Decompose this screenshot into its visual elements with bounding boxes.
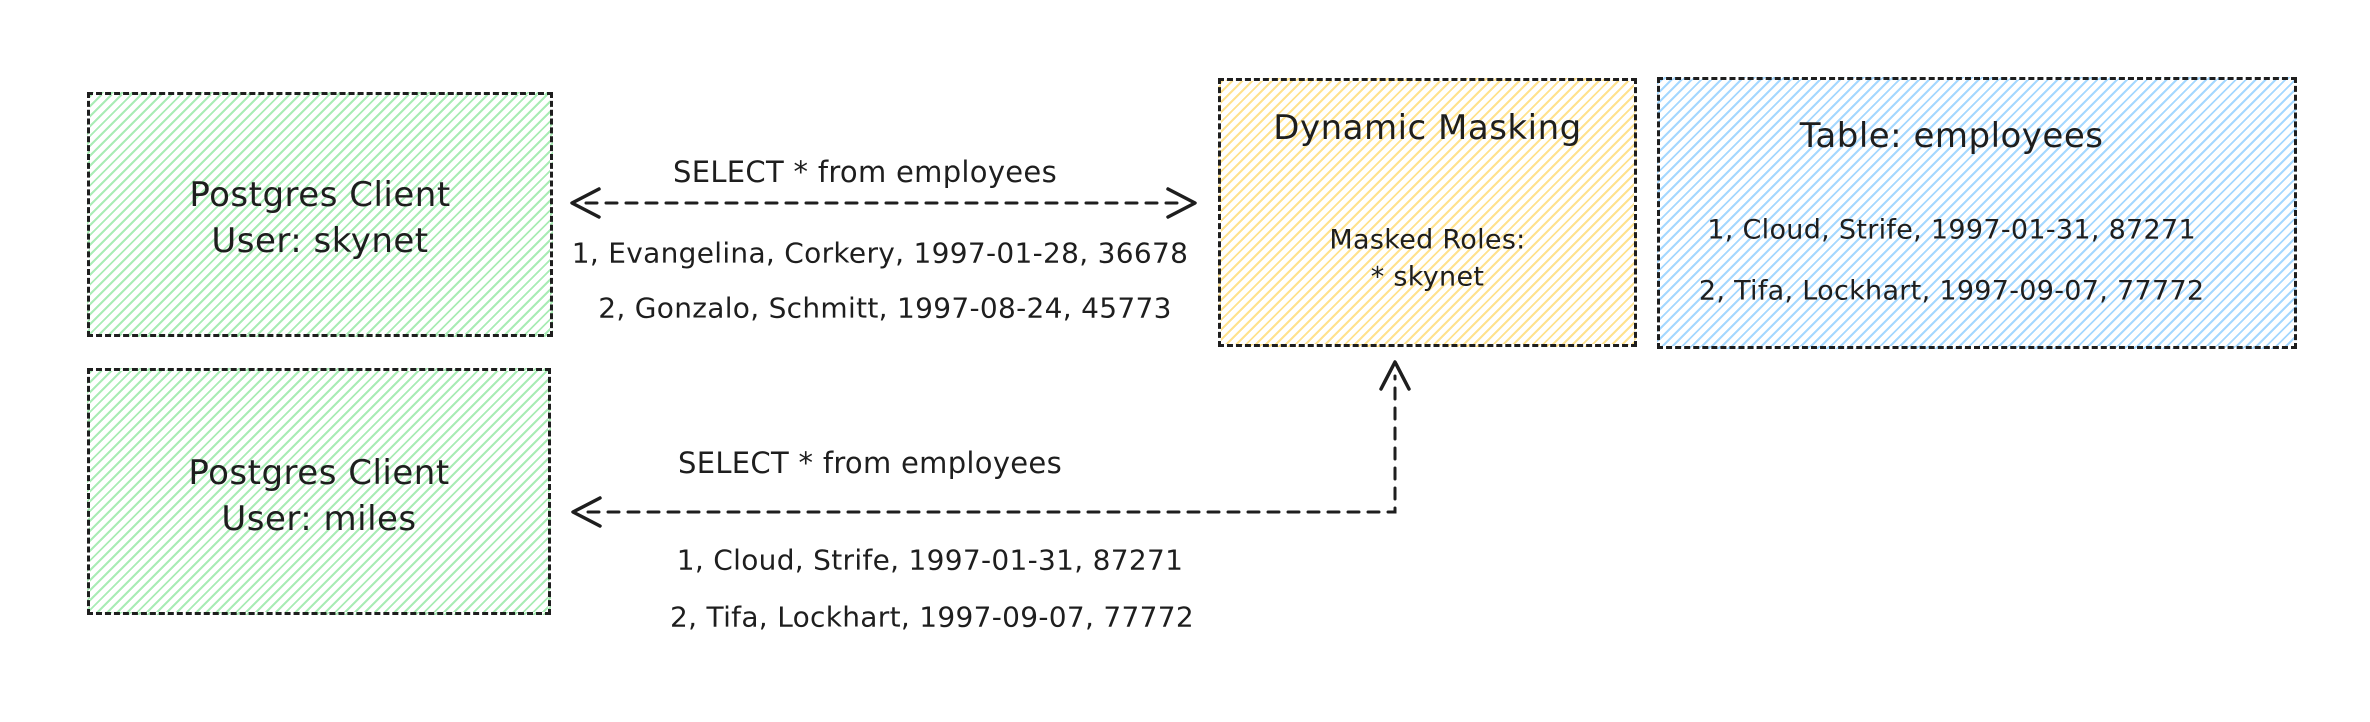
masked-roles-heading: Masked Roles: [1329,224,1526,256]
node-postgres-client-miles: Postgres Client User: miles [87,368,551,615]
miles-result-row: 2, Tifa, Lockhart, 1997-09-07, 77772 [670,600,1194,634]
client-miles-line1: Postgres Client [188,453,450,493]
arrow-miles-left-arrowhead-icon [571,496,602,528]
client-miles-line2: User: miles [221,499,417,539]
skynet-result-row: 1, Evangelina, Corkery, 1997-01-28, 3667… [571,236,1189,270]
skynet-query-label: SELECT * from employees [673,155,1057,189]
miles-result-row: 1, Cloud, Strife, 1997-01-31, 87271 [676,543,1184,577]
arrow-miles-up-arrowhead-icon [1379,360,1411,391]
miles-query-label: SELECT * from employees [678,446,1062,480]
node-postgres-client-skynet: Postgres Client User: skynet [87,92,553,337]
skynet-result-row: 2, Gonzalo, Schmitt, 1997-08-24, 45773 [598,291,1172,325]
dynamic-masking-title: Dynamic Masking [1273,108,1582,148]
node-dynamic-masking: Dynamic Masking Masked Roles: * skynet [1218,78,1637,347]
client-skynet-line2: User: skynet [211,221,429,261]
masked-role-item: * skynet [1370,261,1485,293]
arrow-skynet-right-arrowhead-icon [1166,187,1197,219]
client-skynet-line1: Postgres Client [189,175,451,215]
table-employees-row: 2, Tifa, Lockhart, 1997-09-07, 77772 [1698,275,2205,307]
arrow-miles-query-line [586,374,1397,514]
arrow-skynet-left-arrowhead-icon [570,187,601,219]
node-table-employees: Table: employees 1, Cloud, Strife, 1997-… [1657,77,2297,349]
table-employees-row: 1, Cloud, Strife, 1997-01-31, 87271 [1707,214,2196,246]
table-employees-title: Table: employees [1799,116,2104,156]
